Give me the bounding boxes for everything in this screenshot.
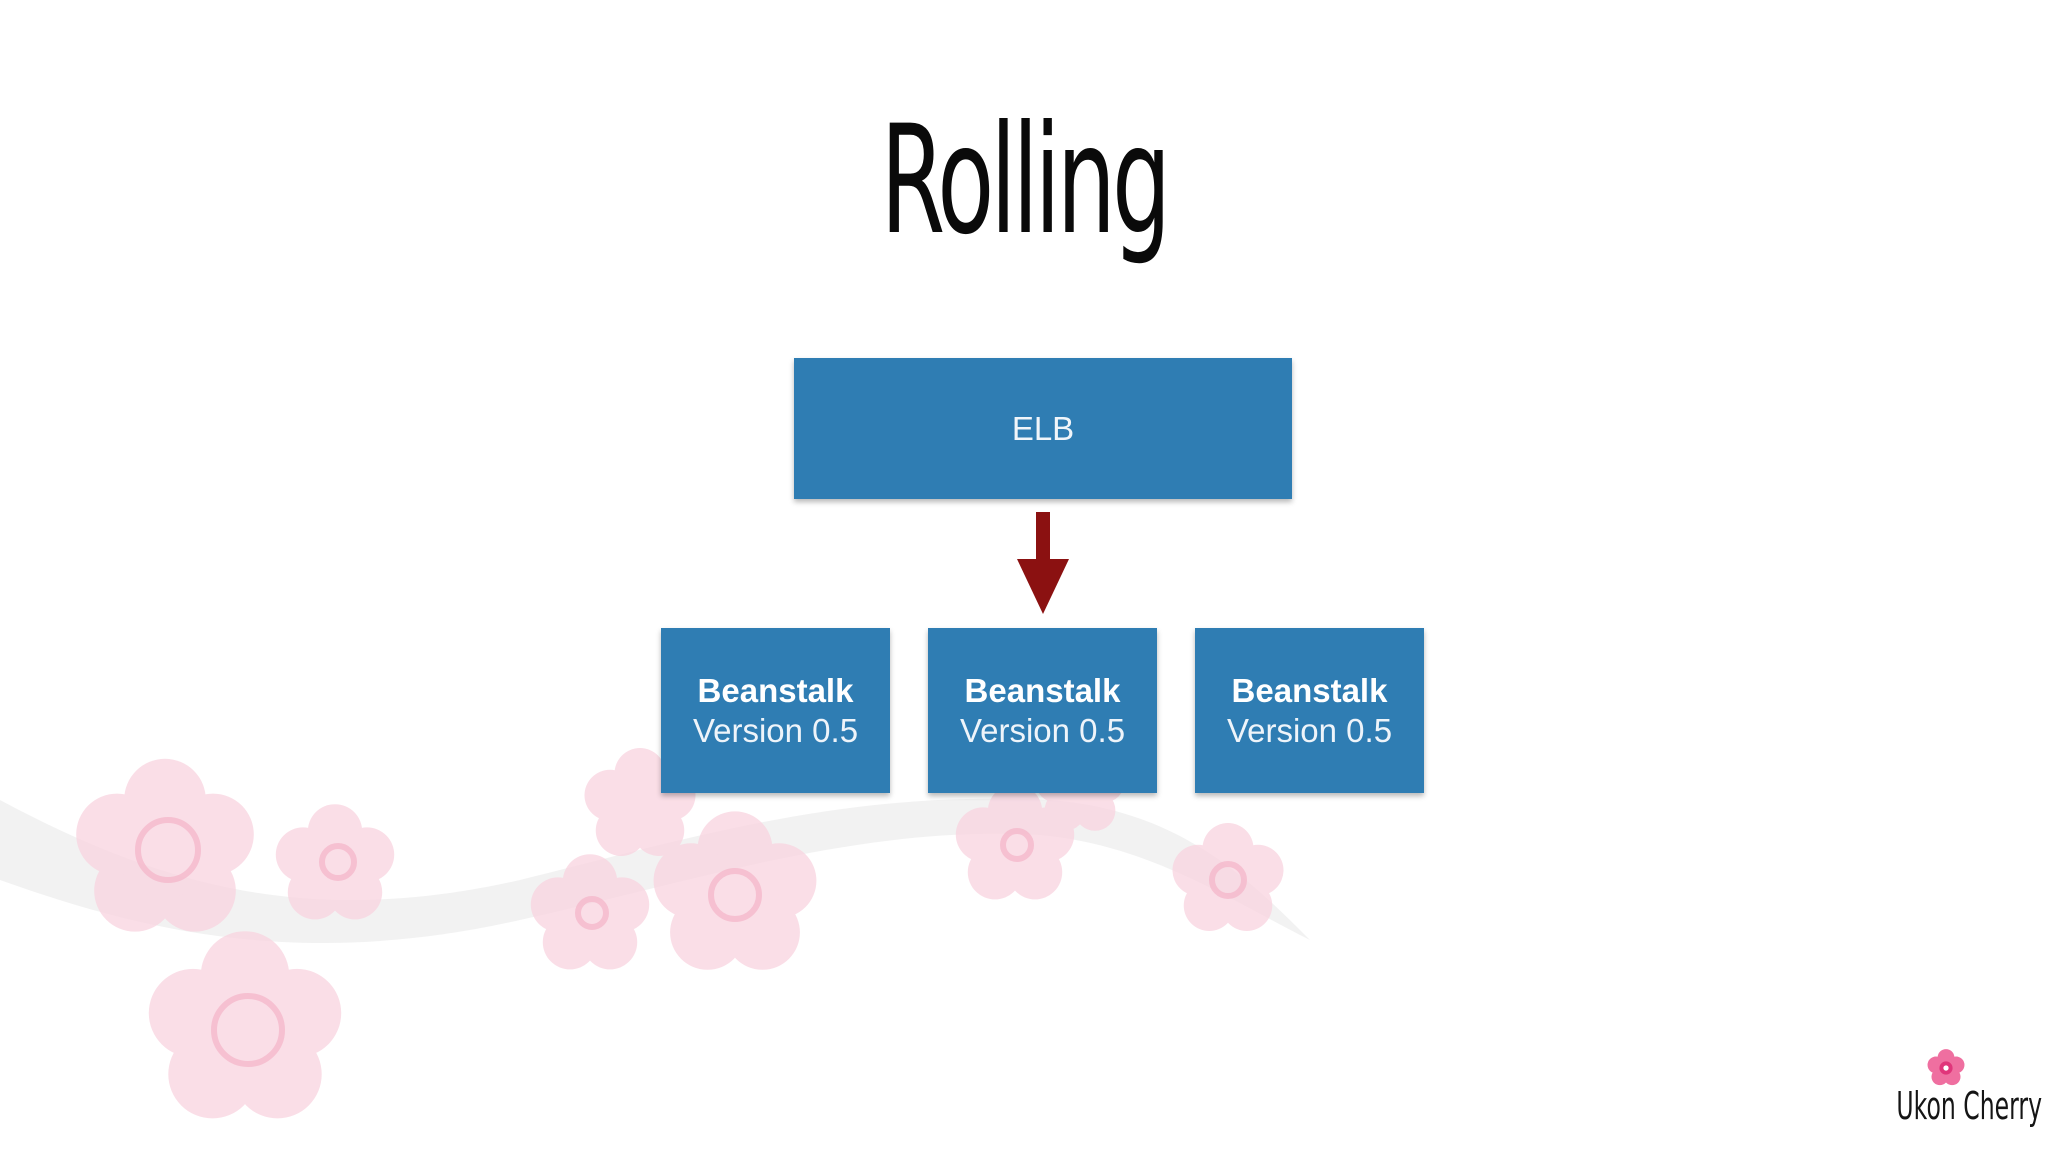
elb-box: ELB [794, 358, 1292, 499]
brand-logo-text: Ukon Cherry [1896, 1084, 2043, 1128]
cherry-blossom-icon [1927, 1049, 1965, 1086]
instance-version: Version 0.5 [1226, 711, 1393, 749]
elb-label: ELB [1011, 409, 1075, 447]
instance-name: Beanstalk [964, 671, 1121, 709]
instance-name: Beanstalk [1231, 671, 1388, 709]
arrow-down-icon [1017, 512, 1069, 614]
instance-name: Beanstalk [697, 671, 854, 709]
instance-version: Version 0.5 [959, 711, 1126, 749]
instance-version: Version 0.5 [692, 711, 859, 749]
beanstalk-instance-1: Beanstalk Version 0.5 [661, 628, 890, 793]
slide-title: Rolling [880, 94, 1172, 268]
beanstalk-instance-2: Beanstalk Version 0.5 [928, 628, 1157, 793]
brand-logo: Ukon Cherry [1876, 1046, 2043, 1128]
beanstalk-instance-3: Beanstalk Version 0.5 [1195, 628, 1424, 793]
